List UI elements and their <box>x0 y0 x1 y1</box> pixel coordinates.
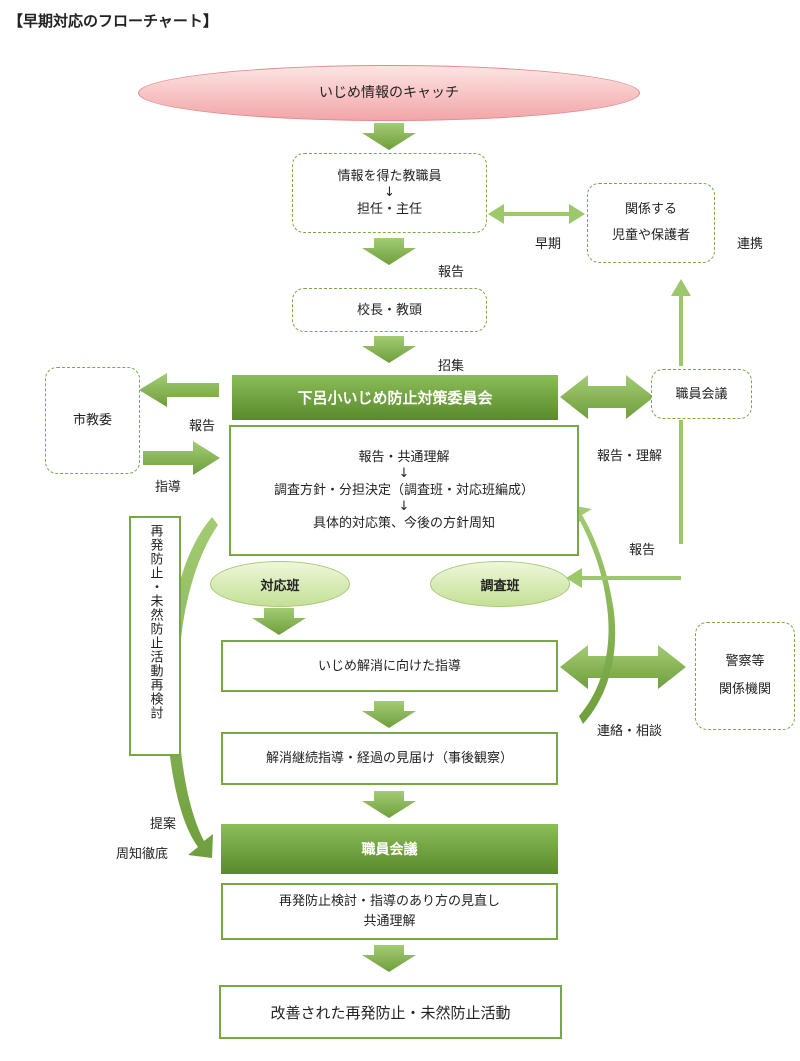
convene-label: 招集 <box>438 359 465 374</box>
policy-line3: 具体的対応策、今後の方針周知 <box>312 516 495 531</box>
teacher-box: 情報を得た教職員 ↓ 担任・主任 <box>292 153 487 233</box>
follow-up-box: 解消継続指導・経過の見届け（事後観察） <box>221 732 558 785</box>
city-board-box: 市教委 <box>45 367 140 474</box>
vertical-review-text: 再発防止・未然防止活動再検討 <box>147 524 163 720</box>
double-arrow <box>560 645 686 689</box>
related-box: 関係する 児童や保護者 <box>587 183 715 263</box>
down-arrow <box>362 238 416 265</box>
response-team-oval: 対応班 <box>210 561 350 607</box>
review-box: 再発防止検討・指導のあり方の見直し 共通理解 <box>221 883 558 940</box>
policy-arrow2: ↓ <box>398 499 410 514</box>
cooperation-label: 連携 <box>737 237 764 252</box>
police-line1: 警察等 <box>725 654 765 669</box>
staff-meeting-main-text: 職員会議 <box>361 842 418 858</box>
police-box: 警察等 関係機関 <box>695 622 795 730</box>
investigation-team-text: 調査班 <box>480 578 520 594</box>
investigation-team-oval: 調査班 <box>430 561 570 607</box>
city-board-text: 市教委 <box>72 413 112 428</box>
final-text: 改善された再発防止・未然防止活動 <box>270 1003 511 1022</box>
principal-box: 校長・教頭 <box>292 288 487 332</box>
teacher-line2: 担任・主任 <box>356 202 422 217</box>
guidance-text: いじめ解消に向けた指導 <box>317 658 461 674</box>
policy-line2: 調査方針・分担決定（調査班・対応班編成） <box>273 483 534 498</box>
teacher-arrow: ↓ <box>384 185 395 200</box>
down-arrow <box>252 608 306 635</box>
review-line1: 再発防止検討・指導のあり方の見直し <box>278 893 500 909</box>
page-title: 【早期対応のフローチャート】 <box>8 12 218 30</box>
vertical-review-box: 再発防止・未然防止活動再検討 <box>129 516 181 756</box>
early-label: 早期 <box>535 237 562 252</box>
guide-city-label: 指導 <box>155 480 182 495</box>
staff-meeting-banner: 職員会議 <box>221 824 558 874</box>
double-arrow <box>560 375 654 419</box>
policy-arrow1: ↓ <box>398 466 410 481</box>
report-understand-label: 報告・理解 <box>597 449 663 464</box>
report-label-2: 報告 <box>629 543 656 558</box>
committee-banner: 下呂小いじめ防止対策委員会 <box>232 375 558 420</box>
down-arrow <box>362 791 416 818</box>
down-arrow <box>362 701 416 728</box>
propose-label: 提案 <box>150 817 177 832</box>
follow-up-text: 解消継続指導・経過の見届け（事後観察） <box>265 751 513 766</box>
contact-consult-label: 連絡・相談 <box>597 724 663 739</box>
left-arrow <box>139 373 219 407</box>
report-city-label: 報告 <box>189 419 216 434</box>
down-arrow <box>362 945 416 972</box>
response-team-text: 対応班 <box>260 578 300 594</box>
policy-box: 報告・共通理解 ↓ 調査方針・分担決定（調査班・対応班編成） ↓ 具体的対応策、… <box>229 425 579 556</box>
staff-meeting-right-text: 職員会議 <box>675 386 728 402</box>
right-arrow <box>143 441 220 475</box>
final-box: 改善された再発防止・未然防止活動 <box>219 985 562 1039</box>
down-arrow <box>362 123 416 150</box>
down-arrow <box>362 336 416 363</box>
principal-text: 校長・教頭 <box>356 302 422 318</box>
inform-label: 周知徹底 <box>116 847 169 862</box>
guidance-box: いじめ解消に向けた指導 <box>221 640 558 692</box>
catch-text: いじめ情報のキャッチ <box>319 84 459 101</box>
related-line1: 関係する <box>624 202 677 217</box>
curved-arrow <box>570 505 616 724</box>
related-line2: 児童や保護者 <box>611 228 690 243</box>
teacher-line1: 情報を得た教職員 <box>337 169 442 184</box>
police-line2: 関係機関 <box>718 682 771 697</box>
staff-meeting-right-box: 職員会議 <box>651 369 752 419</box>
review-line2: 共通理解 <box>363 913 416 929</box>
catch-oval: いじめ情報のキャッチ <box>138 65 640 121</box>
policy-line1: 報告・共通理解 <box>358 450 450 465</box>
committee-text: 下呂小いじめ防止対策委員会 <box>297 389 493 407</box>
report-label-1: 報告 <box>438 265 465 280</box>
